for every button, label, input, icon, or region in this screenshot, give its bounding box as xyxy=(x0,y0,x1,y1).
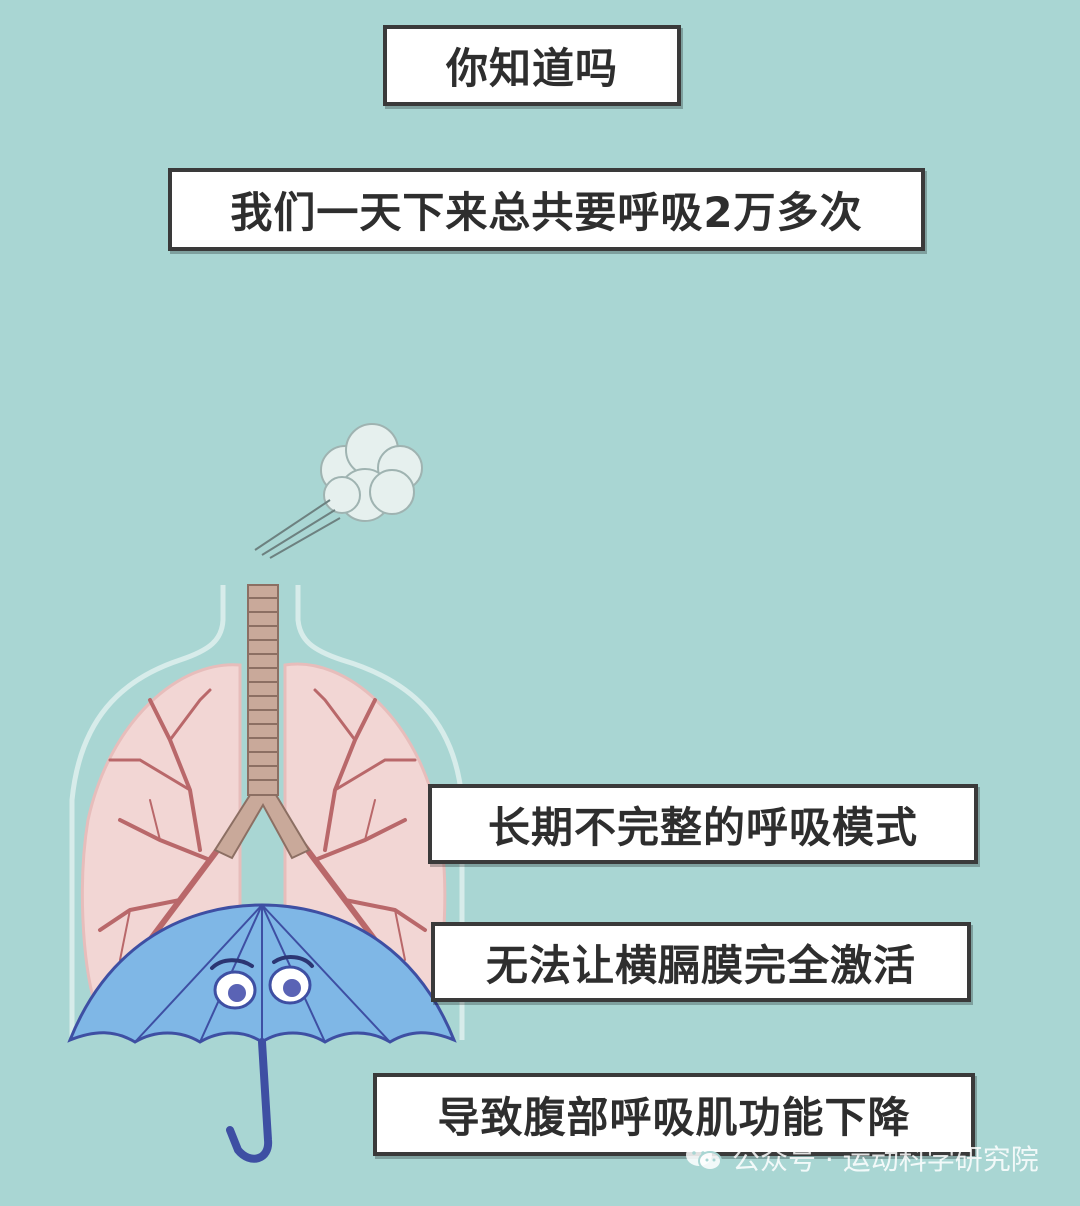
wechat-icon xyxy=(686,1144,722,1171)
watermark: 公众号 · 运动科学研究院 xyxy=(684,1138,1039,1178)
caption-diaphragm-not-activated: 无法让横膈膜完全激活 xyxy=(431,922,971,1002)
chest-outline xyxy=(69,585,465,1040)
caption-incomplete-breathing: 长期不完整的呼吸模式 xyxy=(428,784,978,864)
caption-text: 你知道吗 xyxy=(445,44,618,93)
breath-cloud xyxy=(254,423,423,559)
watermark-text: 公众号 · 运动科学研究院 xyxy=(732,1143,1039,1176)
umbrella-diaphragm xyxy=(67,903,457,1163)
trachea xyxy=(213,584,311,860)
caption-breaths-per-day: 我们一天下来总共要呼吸2万多次 xyxy=(168,168,925,251)
caption-text: 无法让横膈膜完全激活 xyxy=(485,940,916,990)
umbrella-face xyxy=(210,955,314,1010)
caption-text: 长期不完整的呼吸模式 xyxy=(487,802,918,852)
caption-text: 我们一天下来总共要呼吸2万多次 xyxy=(230,188,863,237)
caption-text: 导致腹部呼吸肌功能下降 xyxy=(437,1093,911,1142)
caption-abdominal-muscle-decline: 导致腹部呼吸肌功能下降 xyxy=(373,1073,975,1156)
caption-did-you-know: 你知道吗 xyxy=(383,25,681,106)
